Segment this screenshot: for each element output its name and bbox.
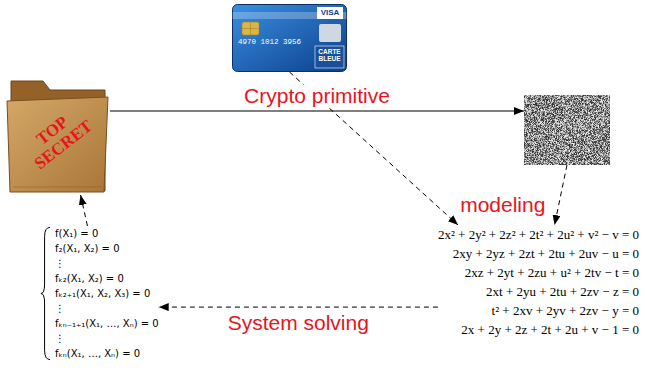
- system-equation: ⋮: [55, 331, 159, 346]
- equation: 2xt + 2yu + 2tu + 2zv − z = 0: [438, 282, 639, 301]
- card-text: 4970 1012 3956: [238, 38, 313, 47]
- system-equation: f₂(X₁, X₂) = 0: [55, 241, 159, 256]
- equation: 2xz + 2yt + 2zu + u² + 2tv − t = 0: [438, 263, 639, 282]
- stamp-text: TOP SECRET: [15, 99, 100, 176]
- equation: 2xy + 2yz + 2zt + 2tu + 2uv − u = 0: [438, 244, 639, 263]
- card-text: CARTE BLEUE: [315, 48, 344, 63]
- system-equation: fₖₙ(X₁, …, Xₙ) = 0: [55, 346, 159, 361]
- folder-node: TOP SECRET: [5, 75, 110, 195]
- edge-label: modeling: [457, 193, 548, 216]
- brace-stroke: [41, 227, 50, 359]
- edge-label: System solving: [225, 312, 372, 335]
- sys-node: f(X₁) = 0f₂(X₁, X₂) = 0⋮fₖ₂(X₁, X₂) = 0f…: [40, 226, 159, 361]
- equation: 2x + 2y + 2z + 2t + 2u + v − 1 = 0: [438, 320, 639, 339]
- curly-brace: [40, 226, 51, 361]
- connector-arrow: [555, 165, 567, 225]
- connector-arrow: [159, 307, 438, 308]
- ciphertext-noise: [524, 95, 610, 165]
- card-node: 4970 1012 3956 VISA CARTE BLEUE: [232, 4, 347, 72]
- system-equation: fₖ₂(X₁, X₂) = 0: [55, 271, 159, 286]
- connector-arrow: [81, 195, 88, 226]
- connector-arrow: [110, 110, 524, 111]
- system-equation: fₖₙ₋₁₊₁(X₁, …, Xₙ) = 0: [55, 316, 159, 331]
- stamp-holder: TOP SECRET: [5, 83, 110, 193]
- card-text: VISA: [317, 8, 343, 17]
- system-equation: fₖ₂₊₁(X₁, X₂, X₃) = 0: [55, 286, 159, 301]
- noise-node: [524, 95, 610, 165]
- eqs-node: 2x² + 2y² + 2z² + 2t² + 2u² + v² − v = 0…: [438, 225, 639, 339]
- system-equation: f(X₁) = 0: [55, 226, 159, 241]
- equation: t² + 2xv + 2yv + 2zv − y = 0: [438, 301, 639, 320]
- system-equation: ⋮: [55, 256, 159, 271]
- system-equation: ⋮: [55, 301, 159, 316]
- equation: 2x² + 2y² + 2z² + 2t² + 2u² + v² − v = 0: [438, 225, 639, 244]
- edge-label: Crypto primitive: [241, 84, 393, 107]
